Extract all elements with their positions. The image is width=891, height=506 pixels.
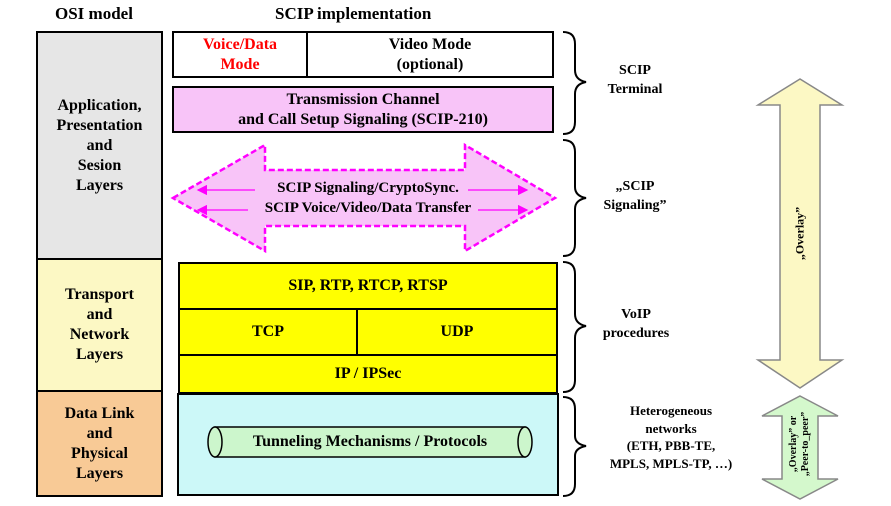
scip-signaling-double-arrow — [170, 142, 558, 254]
brace-scip-signaling — [562, 139, 587, 257]
voip-procedures-label: VoIP procedures — [602, 307, 670, 341]
overlay-p2p-double-arrow — [761, 395, 839, 500]
overlay-p2p-text-1: „Overlay” or — [788, 415, 799, 473]
osi-transport-network-layers: Transport and Network Layers — [36, 258, 163, 392]
brace-voip — [562, 261, 587, 393]
tunnel-cylinder-body — [214, 426, 526, 458]
osi-model-header: OSI model — [55, 4, 133, 23]
tunnel-cylinder-right-end — [517, 426, 533, 458]
transmission-channel-box: Transmission Channel and Call Setup Sign… — [172, 86, 554, 133]
tunneling-label: Tunneling Mechanisms / Protocols — [252, 433, 488, 450]
sip-rtp-box: SIP, RTP, RTCP, RTSP — [178, 262, 558, 310]
signaling-text-2: SCIP Voice/Video/Data Transfer — [264, 200, 472, 216]
tunnel-cylinder-left-end — [207, 426, 223, 458]
brace-scip-terminal — [562, 31, 587, 135]
overlay-label: „Overlay” — [793, 134, 808, 334]
osi-application-layers: Application, Presentation and Sesion Lay… — [36, 31, 163, 260]
udp-box: UDP — [356, 308, 558, 356]
overlay-p2p-text-2: „Peer-to_peer” — [800, 411, 811, 477]
tcp-box: TCP — [178, 308, 358, 356]
heterogeneous-networks-label: Heterogeneous networks (ETH, PBB-TE, MPL… — [609, 403, 733, 471]
ip-ipsec-box: IP / IPSec — [178, 354, 558, 394]
brace-heterogeneous — [562, 396, 587, 497]
overlay-text: „Overlay” — [792, 206, 807, 261]
overlay-p2p-label: „Overlay” or „Peer-to_peer” — [788, 384, 812, 504]
video-mode-box: Video Mode (optional) — [306, 31, 554, 78]
osi-datalink-physical-layers: Data Link and Physical Layers — [36, 390, 163, 497]
scip-implementation-header: SCIP implementation — [275, 4, 432, 23]
scip-terminal-label: SCIP Terminal — [607, 63, 663, 97]
signaling-text-1: SCIP Signaling/CryptoSync. — [277, 180, 459, 196]
scip-signaling-label: „SCIP Signaling” — [603, 179, 667, 213]
overlay-double-arrow — [755, 78, 845, 389]
